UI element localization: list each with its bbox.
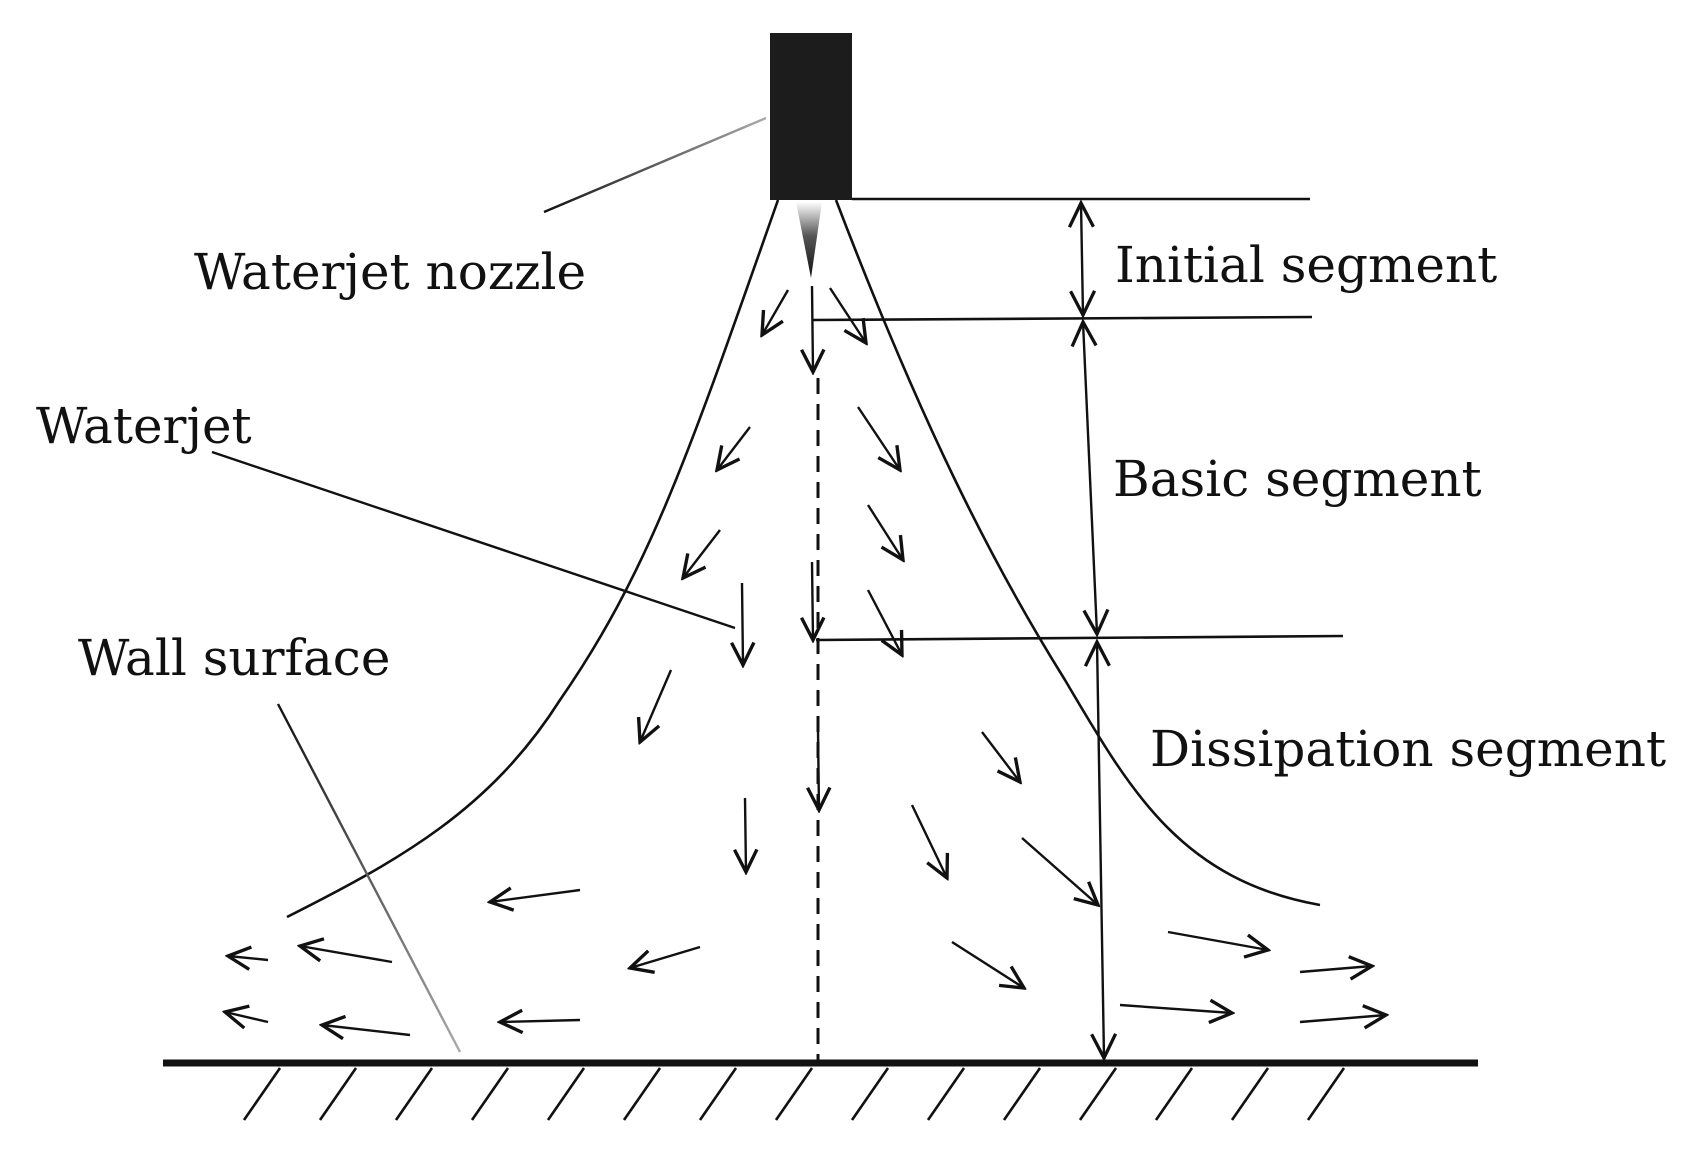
basic-segment-dimension	[1083, 322, 1097, 634]
flow-arrow	[225, 1012, 269, 1022]
label-dissipation-segment: Dissipation segment	[1150, 720, 1666, 778]
boundary-line-initial-basic	[811, 315, 1313, 322]
flow-arrow	[951, 940, 1024, 988]
flow-arrow	[490, 890, 581, 902]
flow-arrow	[828, 287, 866, 343]
flow-arrow	[630, 945, 701, 968]
jet-core	[796, 202, 822, 278]
nozzle-body	[770, 33, 852, 200]
flow-arrow	[910, 804, 947, 878]
flow-arrow	[717, 426, 751, 470]
nozzle-leader-line	[543, 116, 767, 214]
flow-arrow	[812, 285, 813, 372]
flow-arrow	[866, 504, 903, 560]
flow-arrows	[225, 285, 1386, 1035]
label-waterjet: Waterjet	[36, 397, 252, 455]
flow-arrow	[228, 956, 269, 960]
flow-arrow	[1299, 1015, 1386, 1022]
flow-arrow	[818, 729, 819, 810]
flow-arrow	[683, 529, 721, 578]
jet-boundary-left	[286, 199, 780, 919]
flow-arrow	[1021, 837, 1098, 905]
flow-arrow	[1167, 930, 1268, 950]
flow-arrow	[866, 589, 902, 655]
label-basic-segment: Basic segment	[1113, 450, 1482, 508]
flow-arrow	[500, 1020, 581, 1022]
flow-arrow	[742, 582, 743, 665]
waterjet-leader-line	[211, 450, 736, 630]
boundary-line-basic-dissipation	[815, 634, 1344, 642]
initial-segment-dimension	[1081, 203, 1083, 315]
flow-arrow	[300, 946, 393, 964]
flow-arrow	[1119, 1005, 1232, 1013]
flow-arrow	[640, 669, 673, 742]
flow-arrow	[857, 406, 900, 470]
label-wall-surface: Wall surface	[78, 629, 390, 687]
jet-boundary-right	[834, 199, 1321, 907]
label-waterjet-nozzle: Waterjet nozzle	[194, 243, 586, 301]
flow-arrow	[1299, 966, 1372, 972]
flow-arrow	[322, 1025, 411, 1035]
dissipation-segment-dimension	[1097, 642, 1104, 1058]
wall-hatching	[242, 1067, 1346, 1121]
label-initial-segment: Initial segment	[1115, 236, 1497, 294]
flow-arrow	[981, 731, 1020, 782]
flow-arrow	[745, 797, 746, 872]
flow-arrow	[762, 289, 790, 335]
flow-arrow	[812, 561, 813, 640]
wall-leader-line	[276, 703, 462, 1053]
